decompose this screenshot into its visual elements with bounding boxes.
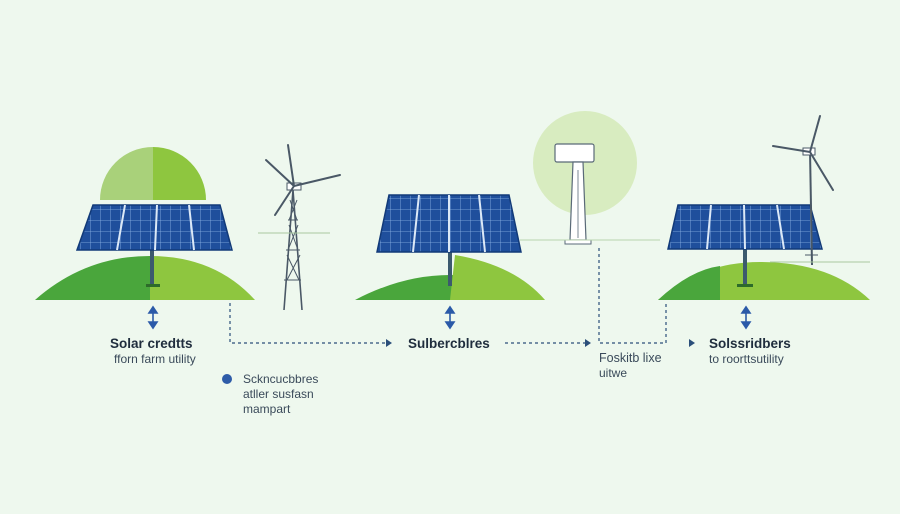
legend-line-3: mampart [243,402,291,416]
scene-2-solar-panel [355,194,545,300]
stage-4-subtitle: to roorttsutility [709,352,784,366]
stage-4-title: Solssridbers [709,336,791,351]
stage-3-title: Foskitb lixe [599,351,662,365]
arrowhead-1-icon [386,339,392,347]
hill-right [150,256,255,300]
connector-1-2 [229,303,386,344]
arrowhead-3-icon [689,339,695,347]
legend-line-2: atller susfasn [243,387,314,401]
stage-2-title: Sulbercblres [408,336,490,351]
sun-half-dark [153,147,206,200]
legend-line-1: Sckncucbbres [243,372,319,386]
scene-1-solar-farm [35,147,255,300]
double-arrow-2-icon [444,305,456,330]
hill-left [35,256,150,300]
wind-turbine-1 [258,144,341,311]
hill-center-light [450,255,545,300]
stage-3-subtitle: uitwe [599,366,628,380]
scene-4-solar-panel [658,204,870,300]
stage-1-subtitle: fforn farm utility [114,352,196,366]
wind-turbine-2 [770,115,870,266]
utility-meter [520,111,660,245]
stage-1-title: Solar credtts [110,336,193,351]
double-arrow-4-icon [740,305,752,330]
meter-halo [533,111,637,215]
panel-post [150,248,154,284]
connector-3-4 [598,248,667,344]
flow-connectors [229,248,667,344]
arrowhead-2-icon [585,339,591,347]
double-arrow-1-icon [147,305,159,330]
stage-arrows [147,305,752,330]
legend-dot-icon [222,374,232,384]
sun-half-light [100,147,153,200]
